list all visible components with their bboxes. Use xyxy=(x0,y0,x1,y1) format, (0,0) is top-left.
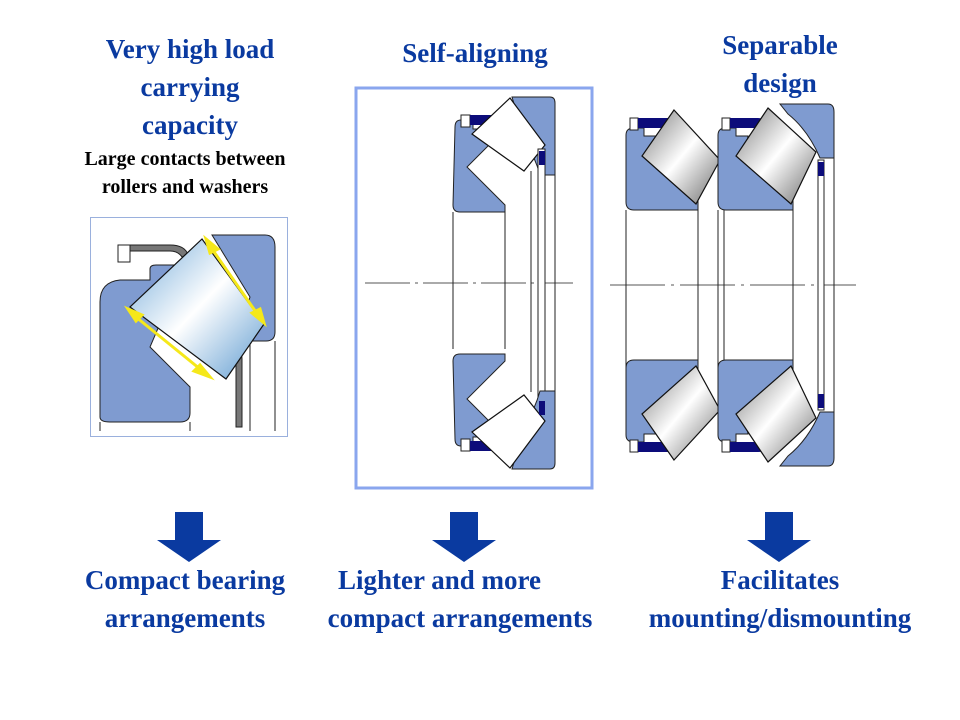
contact-detail-figure xyxy=(90,217,288,437)
roller-bottom xyxy=(471,394,546,469)
result-compact-bearing: Compact bearing arrangements xyxy=(60,561,310,637)
result-line: Compact bearing xyxy=(84,565,286,595)
subtitle-line: rollers and washers xyxy=(101,176,269,198)
result-lighter-compact: Lighter and more compact arrangements xyxy=(300,561,620,637)
down-arrow-icon xyxy=(432,512,496,562)
left-roller-top xyxy=(641,109,721,205)
right-roller-bottom xyxy=(735,365,817,463)
shaft-washer-bottom xyxy=(778,411,835,467)
roller-top xyxy=(471,97,546,172)
right-roller-top xyxy=(735,107,817,205)
result-facilitates-mounting: Facilitates mounting/dismounting xyxy=(620,561,940,637)
feature-title-self-aligning: Self-aligning xyxy=(350,34,600,72)
title-line: capacity xyxy=(142,110,238,140)
result-line: Facilitates xyxy=(720,565,840,595)
cage-top xyxy=(129,244,189,258)
housing-washer-bottom xyxy=(452,353,507,447)
title-line: Very high load xyxy=(105,34,275,64)
result-line: compact arrangements xyxy=(327,603,593,633)
cage-lug xyxy=(117,244,131,263)
title-line: Separable xyxy=(722,30,838,60)
result-line: Lighter and more xyxy=(338,565,542,595)
result-line: arrangements xyxy=(104,603,266,633)
left-roller-bottom xyxy=(641,365,721,461)
down-arrow-icon xyxy=(747,512,811,562)
separable-design-figure xyxy=(610,103,856,467)
feature-title-load-capacity: Very high load carrying capacity xyxy=(60,30,320,144)
title-line: design xyxy=(743,68,817,98)
title-line: carrying xyxy=(140,72,240,102)
subtitle-line: Large contacts between xyxy=(84,148,286,170)
result-line: mounting/dismounting xyxy=(648,603,912,633)
down-arrow-icon xyxy=(157,512,221,562)
housing-washer-top xyxy=(452,119,507,213)
feature-title-separable: Separable design xyxy=(680,26,880,102)
self-aligning-figure xyxy=(354,86,594,490)
title-line: Self-aligning xyxy=(402,38,548,68)
contact-arrows xyxy=(123,234,267,381)
feature-subtitle-contacts: Large contacts between rollers and washe… xyxy=(30,145,340,201)
